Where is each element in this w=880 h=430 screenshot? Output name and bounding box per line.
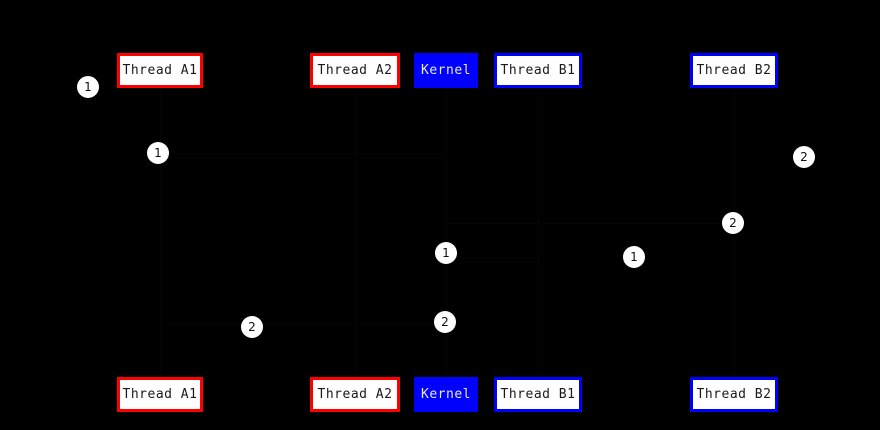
message-arrow-kernel-to-a1 bbox=[160, 323, 446, 324]
step-badge-2-thread-b2-upper: 2 bbox=[793, 146, 815, 168]
participant-box-thread-b1-bottom[interactable]: Thread B1 bbox=[494, 377, 582, 412]
step-badge-2-kernel: 2 bbox=[434, 311, 456, 333]
participant-label-thread-b2-top: Thread B2 bbox=[696, 63, 772, 78]
participant-box-thread-a2-bottom[interactable]: Thread A2 bbox=[310, 377, 400, 412]
participant-label-thread-a2-top: Thread A2 bbox=[317, 63, 393, 78]
lifeline-strand-thread-a2 bbox=[355, 88, 356, 377]
step-badge-2-thread-a1-label: 2 bbox=[248, 320, 256, 334]
participant-label-thread-a2-bottom: Thread A2 bbox=[317, 387, 393, 402]
message-arrow-a1-to-kernel bbox=[160, 153, 446, 154]
participant-label-thread-b1-bottom: Thread B1 bbox=[500, 387, 576, 402]
step-badge-1-left-label: 1 bbox=[84, 80, 92, 94]
participant-box-thread-b2-bottom[interactable]: Thread B2 bbox=[690, 377, 778, 412]
step-badge-1-kernel: 1 bbox=[435, 242, 457, 264]
step-badge-1-thread-a1: 1 bbox=[147, 142, 169, 164]
step-badge-2-thread-b2-lower-label: 2 bbox=[729, 216, 737, 230]
message-arrow-b1-to-kernel bbox=[446, 257, 538, 258]
participant-label-thread-b2-bottom: Thread B2 bbox=[696, 387, 772, 402]
step-badge-1-kernel-label: 1 bbox=[442, 246, 450, 260]
participant-box-thread-b1-top[interactable]: Thread B1 bbox=[494, 53, 582, 88]
participant-box-thread-a2-top[interactable]: Thread A2 bbox=[310, 53, 400, 88]
participant-label-thread-a1-top: Thread A1 bbox=[122, 63, 198, 78]
participant-label-kernel-top: Kernel bbox=[421, 63, 471, 78]
participant-label-thread-a1-bottom: Thread A1 bbox=[122, 387, 198, 402]
lifeline-strand-kernel bbox=[446, 88, 447, 377]
participant-box-thread-b2-top[interactable]: Thread B2 bbox=[690, 53, 778, 88]
step-badge-1-thread-b1-label: 1 bbox=[630, 250, 638, 264]
message-arrow-kernel-to-b2 bbox=[446, 223, 734, 224]
step-badge-1-thread-b1: 1 bbox=[623, 246, 645, 268]
participant-label-kernel-bottom: Kernel bbox=[421, 387, 471, 402]
step-badge-2-thread-b2-upper-label: 2 bbox=[800, 150, 808, 164]
step-badge-1-thread-a1-label: 1 bbox=[154, 146, 162, 160]
step-badge-2-kernel-label: 2 bbox=[441, 315, 449, 329]
participant-box-thread-a1-bottom[interactable]: Thread A1 bbox=[117, 377, 203, 412]
step-badge-2-thread-a1: 2 bbox=[241, 316, 263, 338]
participant-label-thread-b1-top: Thread B1 bbox=[500, 63, 576, 78]
participant-box-kernel-top[interactable]: Kernel bbox=[414, 53, 478, 88]
participant-box-thread-a1-top[interactable]: Thread A1 bbox=[117, 53, 203, 88]
participant-box-kernel-bottom[interactable]: Kernel bbox=[414, 377, 478, 412]
lifeline-strand-thread-a1 bbox=[160, 88, 161, 377]
step-badge-1-left: 1 bbox=[77, 76, 99, 98]
lifeline-strand-thread-b1 bbox=[538, 88, 539, 377]
step-badge-2-thread-b2-lower: 2 bbox=[722, 212, 744, 234]
